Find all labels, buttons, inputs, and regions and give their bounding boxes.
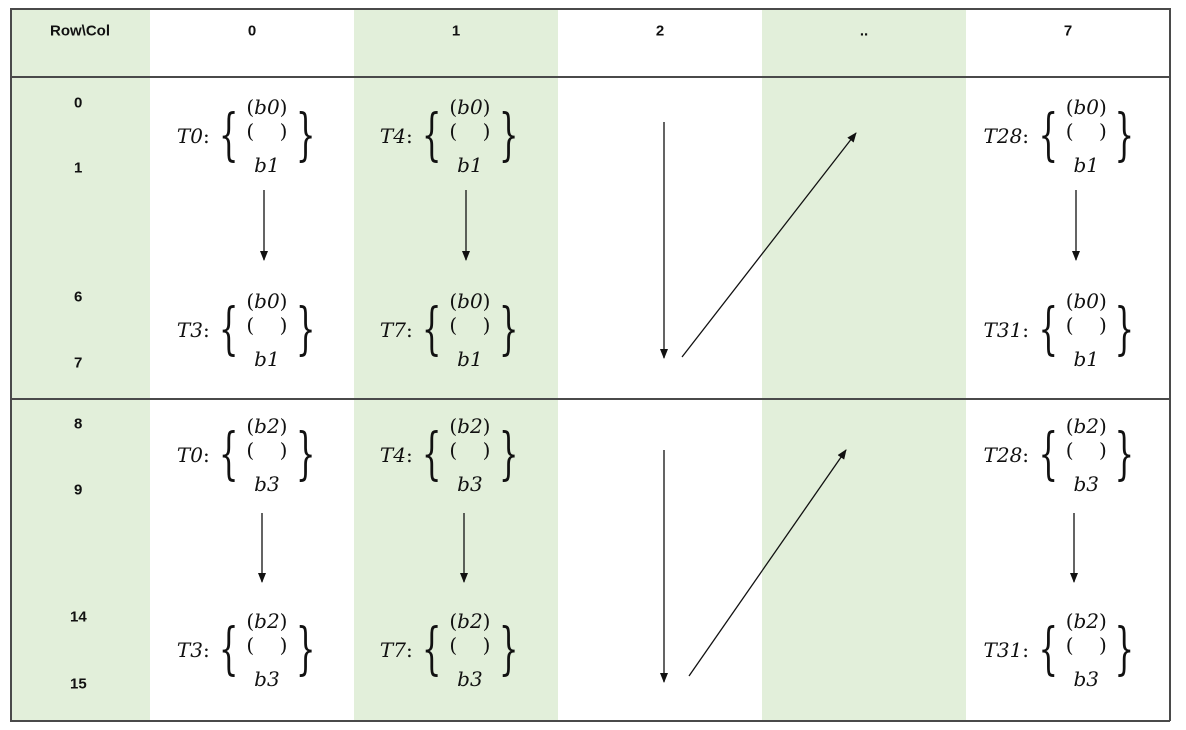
left-brace: { — [421, 422, 442, 487]
table-bottom-border — [10, 720, 1170, 722]
row-label-15: 15 — [70, 675, 87, 693]
left-brace: { — [421, 297, 442, 362]
row-label-1: 1 — [74, 159, 83, 177]
left-brace: { — [218, 617, 239, 682]
row-label-8: 8 — [74, 415, 83, 433]
header-divider — [10, 76, 1170, 78]
right-brace: } — [295, 103, 316, 168]
table-left-border — [10, 8, 12, 721]
table-top-border — [10, 8, 1170, 10]
row-label-9: 9 — [74, 481, 83, 499]
right-brace: } — [295, 617, 316, 682]
right-brace: } — [498, 617, 519, 682]
column-ellipsis-bg — [762, 8, 966, 720]
left-brace: { — [421, 617, 442, 682]
header-col-2: 2 — [655, 22, 665, 40]
header-col-1: 1 — [451, 22, 461, 40]
right-brace: } — [498, 103, 519, 168]
row-label-0: 0 — [74, 94, 83, 112]
right-brace: } — [1114, 422, 1135, 487]
header-col-ellipsis: .. — [859, 22, 869, 40]
block-divider — [10, 398, 1170, 400]
left-brace: { — [1038, 617, 1058, 682]
table-right-border — [1169, 8, 1171, 721]
diagonal-arrow — [681, 132, 857, 358]
left-brace: { — [1038, 297, 1058, 362]
right-brace: } — [295, 422, 316, 487]
row-label-14: 14 — [70, 608, 87, 626]
right-brace: } — [1114, 617, 1135, 682]
left-brace: { — [1038, 103, 1058, 168]
right-brace: } — [498, 422, 519, 487]
row-label-7: 7 — [74, 354, 83, 372]
right-brace: } — [1114, 103, 1135, 168]
right-brace: } — [295, 297, 316, 362]
column-1-bg — [354, 8, 558, 720]
row-label-column-bg — [10, 8, 150, 720]
left-brace: { — [1038, 422, 1058, 487]
left-brace: { — [218, 422, 239, 487]
diagonal-arrow — [688, 449, 847, 677]
left-brace: { — [421, 103, 442, 168]
left-brace: { — [218, 297, 239, 362]
header-corner: Row\Col — [50, 22, 110, 40]
right-brace: } — [498, 297, 519, 362]
left-brace: { — [218, 103, 239, 168]
right-brace: } — [1114, 297, 1135, 362]
row-label-6: 6 — [74, 288, 83, 306]
header-col-7: 7 — [1063, 22, 1073, 40]
header-col-0: 0 — [247, 22, 257, 40]
